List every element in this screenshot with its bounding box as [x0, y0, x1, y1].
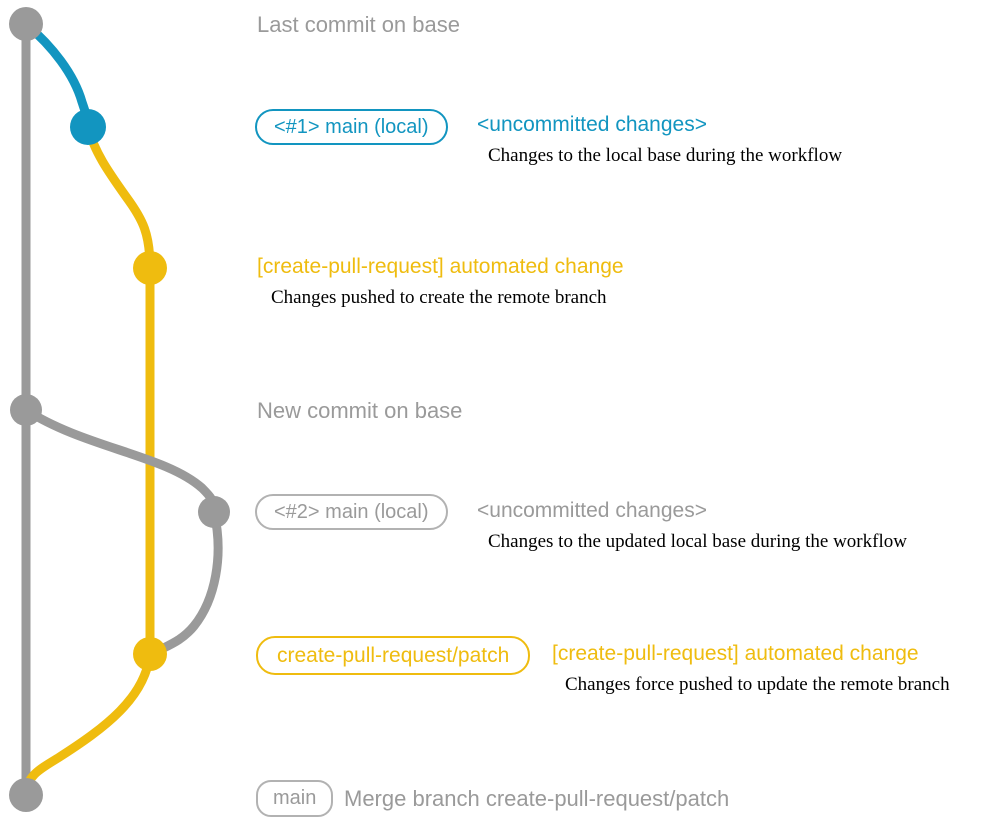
merge-commit-message: Merge branch create-pull-request/patch	[344, 786, 730, 811]
local-change-1-curve	[23, 20, 93, 128]
new-commit-on-base-node	[10, 394, 42, 426]
uncommitted-changes-title-2: <uncommitted changes>	[477, 499, 707, 522]
git-graph	[9, 7, 230, 812]
uncommitted-changes-desc-1: Changes to the local base during the wor…	[488, 145, 843, 166]
branch-badge-create-pull-request-patch: create-pull-request/patch	[256, 636, 531, 675]
rebase-curve	[23, 406, 219, 513]
local-commit-2-node	[198, 496, 230, 528]
last-commit-label: Last commit on base	[257, 12, 460, 37]
local-change-2-curve	[149, 511, 223, 658]
new-commit-label: New commit on base	[257, 398, 463, 423]
last-commit-on-base-node	[9, 7, 43, 41]
branch-badge-main-local-1: <#1> main (local)	[255, 109, 448, 145]
branch-badge-main-local-2: <#2> main (local)	[255, 494, 448, 530]
remote-branch-commit-1-node	[133, 251, 167, 285]
automated-change-desc-2: Changes force pushed to update the remot…	[565, 674, 950, 695]
remote-branch-commit-2-node	[133, 637, 167, 671]
branch-badge-main: main	[256, 780, 334, 817]
automated-change-title-1: [create-pull-request] automated change	[257, 255, 624, 278]
local-commit-1-node	[70, 109, 106, 145]
uncommitted-changes-desc-2: Changes to the updated local base during…	[488, 531, 907, 552]
remote-branch-line	[83, 125, 155, 654]
uncommitted-changes-title-1: <uncommitted changes>	[477, 113, 707, 136]
merge-commit-node	[9, 778, 43, 812]
automated-change-title-2: [create-pull-request] automated change	[552, 642, 919, 665]
automated-change-desc-1: Changes pushed to create the remote bran…	[271, 287, 607, 308]
merge-curve	[21, 653, 155, 794]
